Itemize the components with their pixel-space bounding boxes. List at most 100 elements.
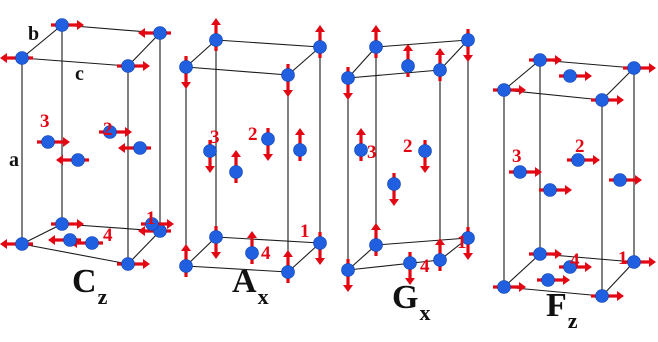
cell-edge <box>215 39 321 48</box>
site-3-interior-atom <box>354 143 368 157</box>
site-2-interior-spin-arrowhead <box>118 143 125 153</box>
site-2-interior-spin-arrowhead <box>593 155 600 165</box>
site-2-corner-spin-arrowhead <box>463 253 473 260</box>
site-1-corner-spin-arrowhead <box>555 55 562 65</box>
site-2-interior-spin-arrowhead <box>48 235 55 245</box>
cell-edge <box>601 261 635 297</box>
cell-edge <box>347 46 377 79</box>
panel-a-x-mode-label: Ax <box>232 263 269 309</box>
site-4-interior-atom <box>403 256 417 270</box>
site-2-interior-spin-arrowhead <box>420 166 430 173</box>
site-2-corner-spin-arrowhead <box>343 93 353 100</box>
site-3-corner-atom <box>433 63 447 77</box>
site-2-corner-spin-arrowhead <box>315 258 325 265</box>
site-number-4: 4 <box>261 243 271 264</box>
site-3-interior-atom <box>41 135 55 149</box>
site-1-corner-spin-arrowhead <box>435 238 445 245</box>
site-3-interior-spin-arrowhead <box>535 167 542 177</box>
site-3-corner-atom <box>281 68 295 82</box>
panel-a-x-cell <box>185 39 321 273</box>
site-2-interior-spin-arrowhead <box>563 275 570 285</box>
cell-edge <box>21 57 129 67</box>
site-1-corner-spin-arrowhead <box>617 291 624 301</box>
site-4-interior-spin-arrowhead <box>585 262 592 272</box>
site-3-interior-atom <box>145 217 159 231</box>
site-4-interior-spin-arrowhead <box>231 150 241 157</box>
site-4-corner-atom <box>179 259 193 273</box>
cell-edge <box>21 223 63 245</box>
site-1-corner-atom <box>281 265 295 279</box>
axis-label-c: c <box>75 63 84 85</box>
cell-edge <box>287 46 321 76</box>
site-3-corner-atom <box>595 93 609 107</box>
cell-edge <box>601 67 635 101</box>
site-4-corner-spin-arrowhead <box>649 63 656 73</box>
site-4-corner-atom <box>497 280 511 294</box>
site-3-corner-atom <box>209 230 223 244</box>
site-3-interior-atom <box>513 165 527 179</box>
site-number-1: 1 <box>618 248 628 269</box>
site-4-corner-spin-arrowhead <box>463 55 473 62</box>
site-number-1: 1 <box>457 232 467 253</box>
cell-edge <box>127 230 161 265</box>
cell-edge <box>347 259 441 271</box>
site-1-corner-spin-arrowhead <box>283 250 293 257</box>
site-4-corner-atom <box>313 40 327 54</box>
site-4-corner-spin-arrowhead <box>315 25 325 32</box>
site-4-interior-spin-arrowhead <box>405 278 415 285</box>
site-3-corner-spin-arrowhead <box>371 223 381 230</box>
site-number-2: 2 <box>248 124 258 145</box>
site-2-corner-spin-arrowhead <box>649 257 656 267</box>
site-1-corner-atom <box>433 253 447 267</box>
cell-edge <box>185 236 217 267</box>
panel-f-z-mode-label: Fz <box>546 287 578 333</box>
cell-edge <box>375 39 469 48</box>
site-2-interior-atom <box>418 144 432 158</box>
site-1-interior-spin-arrowhead <box>295 128 305 135</box>
site-2-corner-atom <box>497 83 511 97</box>
site-2-corner-atom <box>179 60 193 74</box>
site-3-corner-spin-arrowhead <box>555 249 562 259</box>
site-1-corner-atom <box>595 289 609 303</box>
site-3-corner-atom <box>369 238 383 252</box>
site-2-interior-atom <box>133 141 147 155</box>
site-4-corner-spin-arrowhead <box>138 28 145 38</box>
site-3-interior-spin-arrowhead <box>635 175 642 185</box>
site-4-interior-spin-arrowhead <box>389 199 399 206</box>
site-4-corner-spin-arrowhead <box>181 244 191 251</box>
site-1-interior-spin-arrowhead <box>125 127 132 137</box>
site-2-corner-spin-arrowhead <box>181 82 191 89</box>
cell-edge <box>127 32 161 67</box>
site-2-interior-spin-arrowhead <box>263 154 273 161</box>
site-4-interior-atom <box>387 177 401 191</box>
site-1-interior-atom <box>401 59 415 73</box>
axis-label-b: b <box>28 23 39 45</box>
panel-g-x-cell <box>347 39 469 271</box>
site-1-interior-atom <box>293 143 307 157</box>
site-2-interior-atom <box>261 132 275 146</box>
site-4-interior-atom <box>229 165 243 179</box>
cell-edge <box>375 237 469 246</box>
site-1-corner-spin-arrowhead <box>143 259 150 269</box>
site-number-4: 4 <box>420 256 430 277</box>
site-4-interior-atom <box>245 246 259 260</box>
site-3-corner-spin-arrowhead <box>435 48 445 55</box>
site-number-3: 3 <box>512 146 522 167</box>
site-number-3: 3 <box>210 127 220 148</box>
site-1-corner-atom <box>533 53 547 67</box>
site-4-corner-spin-arrowhead <box>0 239 7 249</box>
site-3-interior-spin-arrowhead <box>63 137 70 147</box>
site-1-corner-atom <box>121 257 135 271</box>
site-4-interior-atom <box>543 183 557 197</box>
cell-edge <box>185 66 289 76</box>
site-4-corner-atom <box>627 61 641 75</box>
site-1-interior-spin-arrowhead <box>403 44 413 51</box>
site-3-corner-spin-arrowhead <box>283 90 293 97</box>
